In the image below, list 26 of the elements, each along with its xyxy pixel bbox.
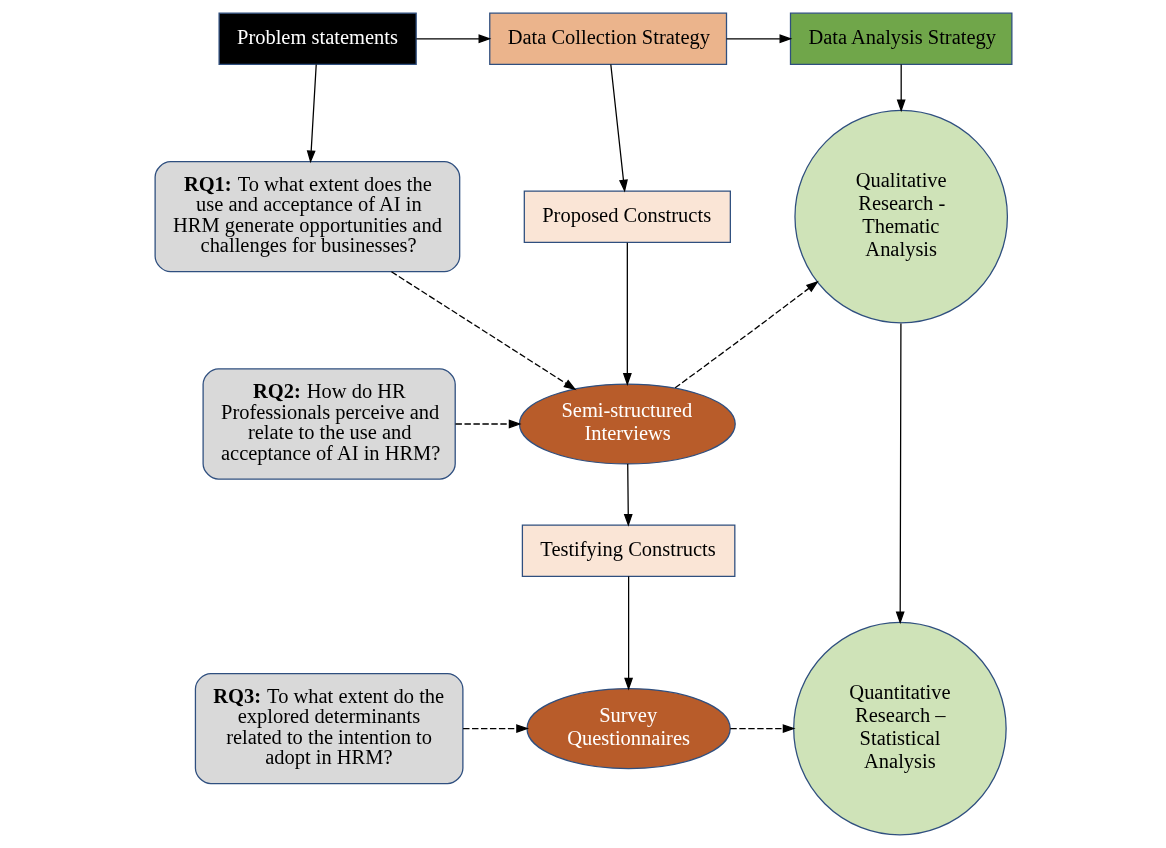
node-box: RQ1: To what extent does the use and acceptance of AI in HRM generate opportunities and challenges for businesses? bbox=[154, 161, 460, 273]
node-ellipse: Survey Questionnaires bbox=[525, 687, 731, 770]
node-box: Proposed Constructs bbox=[523, 190, 731, 243]
node-ellipse: Semi-structured Interviews bbox=[518, 383, 736, 465]
arrow bbox=[895, 322, 905, 625]
arrow bbox=[674, 280, 819, 389]
arrow bbox=[415, 34, 491, 44]
arrow bbox=[623, 463, 633, 527]
node-box: Testifying Constructs bbox=[521, 524, 735, 577]
node-box: RQ3: To what extent do the explored determinants related to the intention to adopt in HRM? bbox=[194, 672, 464, 785]
node-box: RQ2: How do HR Professionals perceive and relate to the use and acceptance of AI in HRM? bbox=[201, 368, 456, 480]
arrow bbox=[454, 419, 522, 429]
node-box: Problem statements bbox=[217, 12, 417, 66]
arrow bbox=[623, 575, 633, 691]
arrow bbox=[896, 63, 906, 113]
arrow bbox=[461, 724, 529, 734]
arrow bbox=[729, 724, 796, 734]
arrow bbox=[622, 242, 632, 386]
arrow bbox=[306, 63, 317, 164]
arrow bbox=[609, 63, 628, 193]
arrow bbox=[725, 34, 792, 44]
node-box: Data Collection Strategy bbox=[488, 12, 727, 66]
node-circle: Qualitative Research - Thematic Analysis bbox=[793, 109, 1008, 324]
node-box: Data Analysis Strategy bbox=[789, 12, 1012, 66]
arrow bbox=[390, 271, 576, 391]
node-circle: Quantitative Research – Statistical Analysis bbox=[792, 621, 1007, 836]
